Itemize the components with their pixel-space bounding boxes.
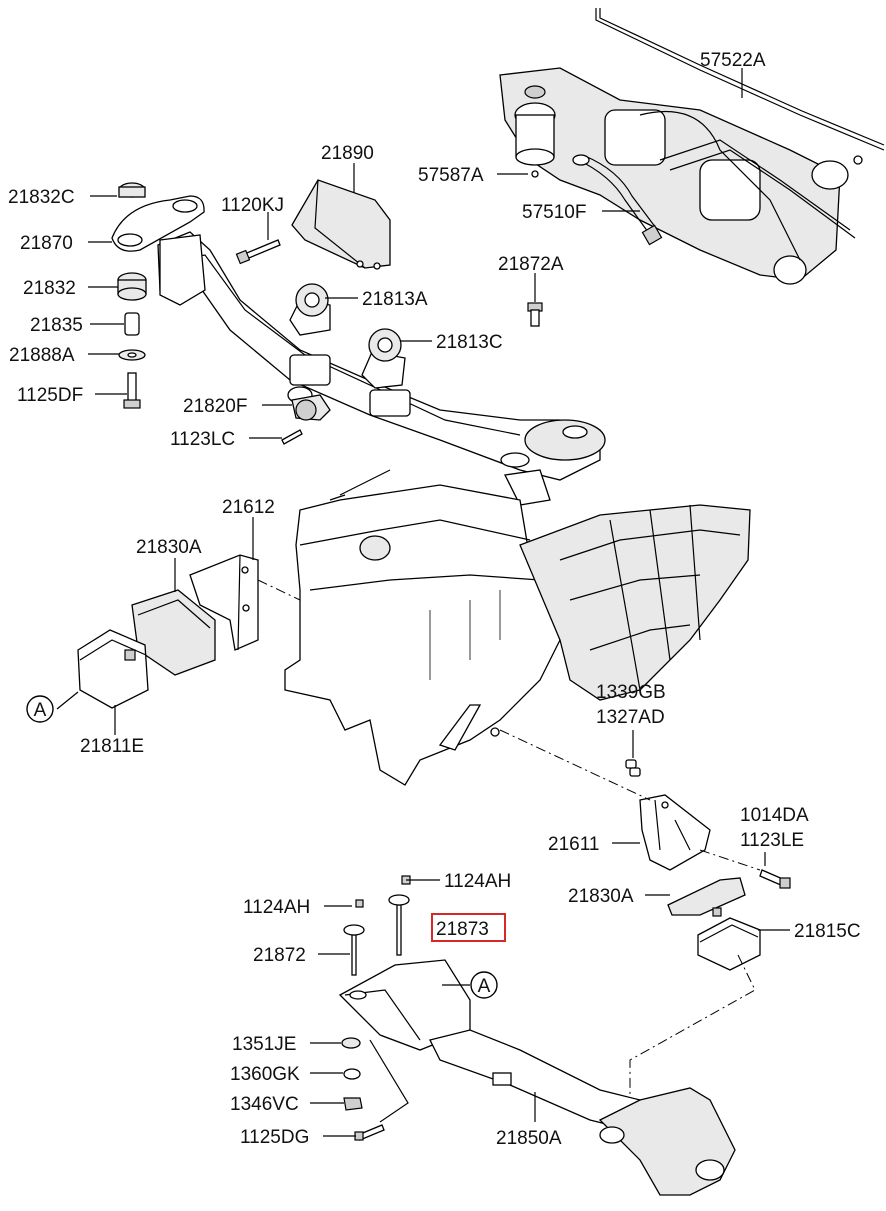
bolt-1014da-1123le: [759, 869, 791, 889]
label-1123lc: 1123LC: [170, 429, 235, 450]
label-1125dg: 1125DG: [240, 1127, 309, 1148]
callout-labels: 57522A 57587A 57510F 21890 21832C 1120KJ…: [8, 50, 861, 1149]
label-21815c: 21815C: [794, 921, 861, 942]
label-21888a: 21888A: [9, 345, 75, 366]
highlight-box-21873: [431, 913, 506, 942]
label-21813a: 21813A: [362, 289, 428, 310]
bolt-21872a: [527, 302, 543, 327]
front-crossmember: [157, 231, 606, 506]
label-21612: 21612: [222, 497, 275, 518]
label-21811e: 21811E: [80, 736, 144, 757]
label-1346vc: 1346VC: [230, 1094, 299, 1115]
label-21830a-top: 21830A: [136, 537, 202, 558]
bolt-1123lc: [281, 429, 303, 445]
reference-letter-a-left: A: [34, 700, 47, 721]
bracket-21611: [639, 794, 711, 871]
bracket-21890: [291, 179, 391, 270]
label-21870: 21870: [20, 233, 73, 254]
reference-letter-a-right: A: [478, 976, 491, 997]
label-1124ah-left: 1124AH: [243, 897, 310, 918]
leader-lines: [56, 68, 790, 1137]
engine-block: [284, 469, 561, 786]
label-21850a: 21850A: [496, 1128, 562, 1149]
label-57522a: 57522A: [700, 50, 766, 71]
mount-21813a: [289, 283, 331, 336]
reference-circle-a-left: [26, 695, 54, 723]
mount-21813c: [361, 328, 406, 389]
bracket-21830a-bottom: [667, 877, 746, 916]
bolt-1120kj: [235, 239, 281, 265]
label-1351je: 1351JE: [232, 1034, 296, 1055]
label-1124ah-right: 1124AH: [444, 871, 511, 892]
label-1360gk: 1360GK: [230, 1064, 300, 1085]
label-1339gb: 1339GB: [596, 682, 666, 703]
damper-21820f: [287, 386, 331, 421]
bracket-21612: [189, 554, 259, 651]
bolts-top-bottom: [343, 875, 411, 976]
label-21872a: 21872A: [498, 254, 564, 275]
label-21832: 21832: [23, 278, 76, 299]
label-21872: 21872: [253, 945, 306, 966]
washers-nuts: [341, 1037, 385, 1141]
reference-circle-a-right: [470, 971, 498, 999]
label-21813c: 21813C: [436, 332, 503, 353]
label-1120kj: 1120KJ: [221, 195, 284, 216]
label-21832c: 21832C: [8, 187, 75, 208]
transmission: [519, 504, 751, 701]
label-1125df: 1125DF: [17, 385, 83, 406]
label-21835: 21835: [30, 315, 83, 336]
label-21890: 21890: [321, 143, 374, 164]
label-57510f: 57510F: [522, 202, 586, 223]
hose-57510f: [572, 154, 663, 246]
label-21873: 21873: [436, 919, 489, 940]
label-57587a: 57587A: [418, 165, 484, 186]
label-1014da: 1014DA: [740, 805, 809, 826]
steering-gear-assembly: [499, 8, 885, 285]
label-21830a-bottom: 21830A: [568, 886, 634, 907]
label-1327ad: 1327AD: [596, 707, 665, 728]
label-21820f: 21820F: [183, 396, 247, 417]
mount-stack-left: [111, 182, 205, 409]
label-1123le: 1123LE: [740, 830, 804, 851]
insulator-21811e: [77, 629, 149, 709]
crossmember-21850a: [338, 959, 736, 1196]
pins-1339gb-1327ad: [625, 759, 641, 777]
label-21611: 21611: [548, 834, 599, 855]
insulator-21815c: [697, 907, 761, 971]
